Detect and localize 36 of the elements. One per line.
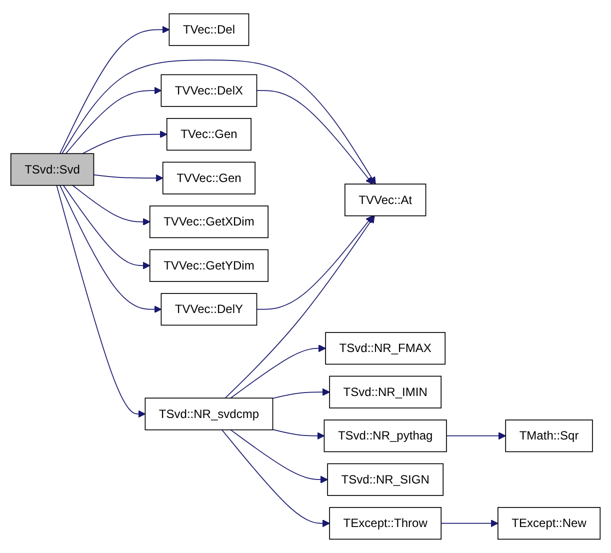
arrow: [272, 429, 325, 440]
arrow: [446, 432, 506, 440]
arrow: [59, 26, 170, 154]
node-box: TSvd::NR_pythag: [324, 420, 447, 452]
node-box: TSvd::NR_svdcmp: [144, 398, 274, 430]
arrow: [59, 184, 162, 314]
arrow: [56, 184, 146, 418]
node-box: TVVec::GetXDim: [149, 206, 269, 238]
node-box: TVVec::DelY: [160, 293, 258, 326]
arrow: [256, 90, 374, 184]
node-box: TMath::Sqr: [505, 420, 593, 452]
node-box: TSvd::NR_SIGN: [327, 463, 444, 496]
arrow: [62, 60, 376, 184]
node-box: TVec::Del: [168, 13, 250, 46]
node-box: TExcept::Throw: [329, 507, 442, 540]
node-box: TVVec::GetYDim: [149, 249, 269, 282]
arrow: [272, 388, 330, 399]
node-box: TVVec::At: [344, 184, 426, 216]
arrow: [62, 184, 150, 270]
arrow: [72, 184, 150, 226]
arrow: [65, 86, 162, 154]
node-box: TVec::Gen: [166, 118, 252, 151]
node-box: TSvd::NR_IMIN: [329, 376, 442, 408]
arrow: [230, 344, 326, 399]
arrow: [440, 520, 498, 528]
arrow: [82, 130, 168, 154]
arrow: [222, 429, 330, 528]
arrow: [230, 429, 328, 484]
node-box: TExcept::New: [498, 507, 601, 540]
arrow: [256, 215, 374, 310]
arrow: [93, 174, 164, 182]
node-box: TSvd::NR_FMAX: [325, 332, 446, 365]
arrow: [224, 215, 375, 399]
node-box: TVVec::Gen: [162, 162, 256, 194]
node-box: TVVec::DelX: [160, 74, 258, 107]
node-box: TSvd::Svd: [10, 153, 94, 186]
